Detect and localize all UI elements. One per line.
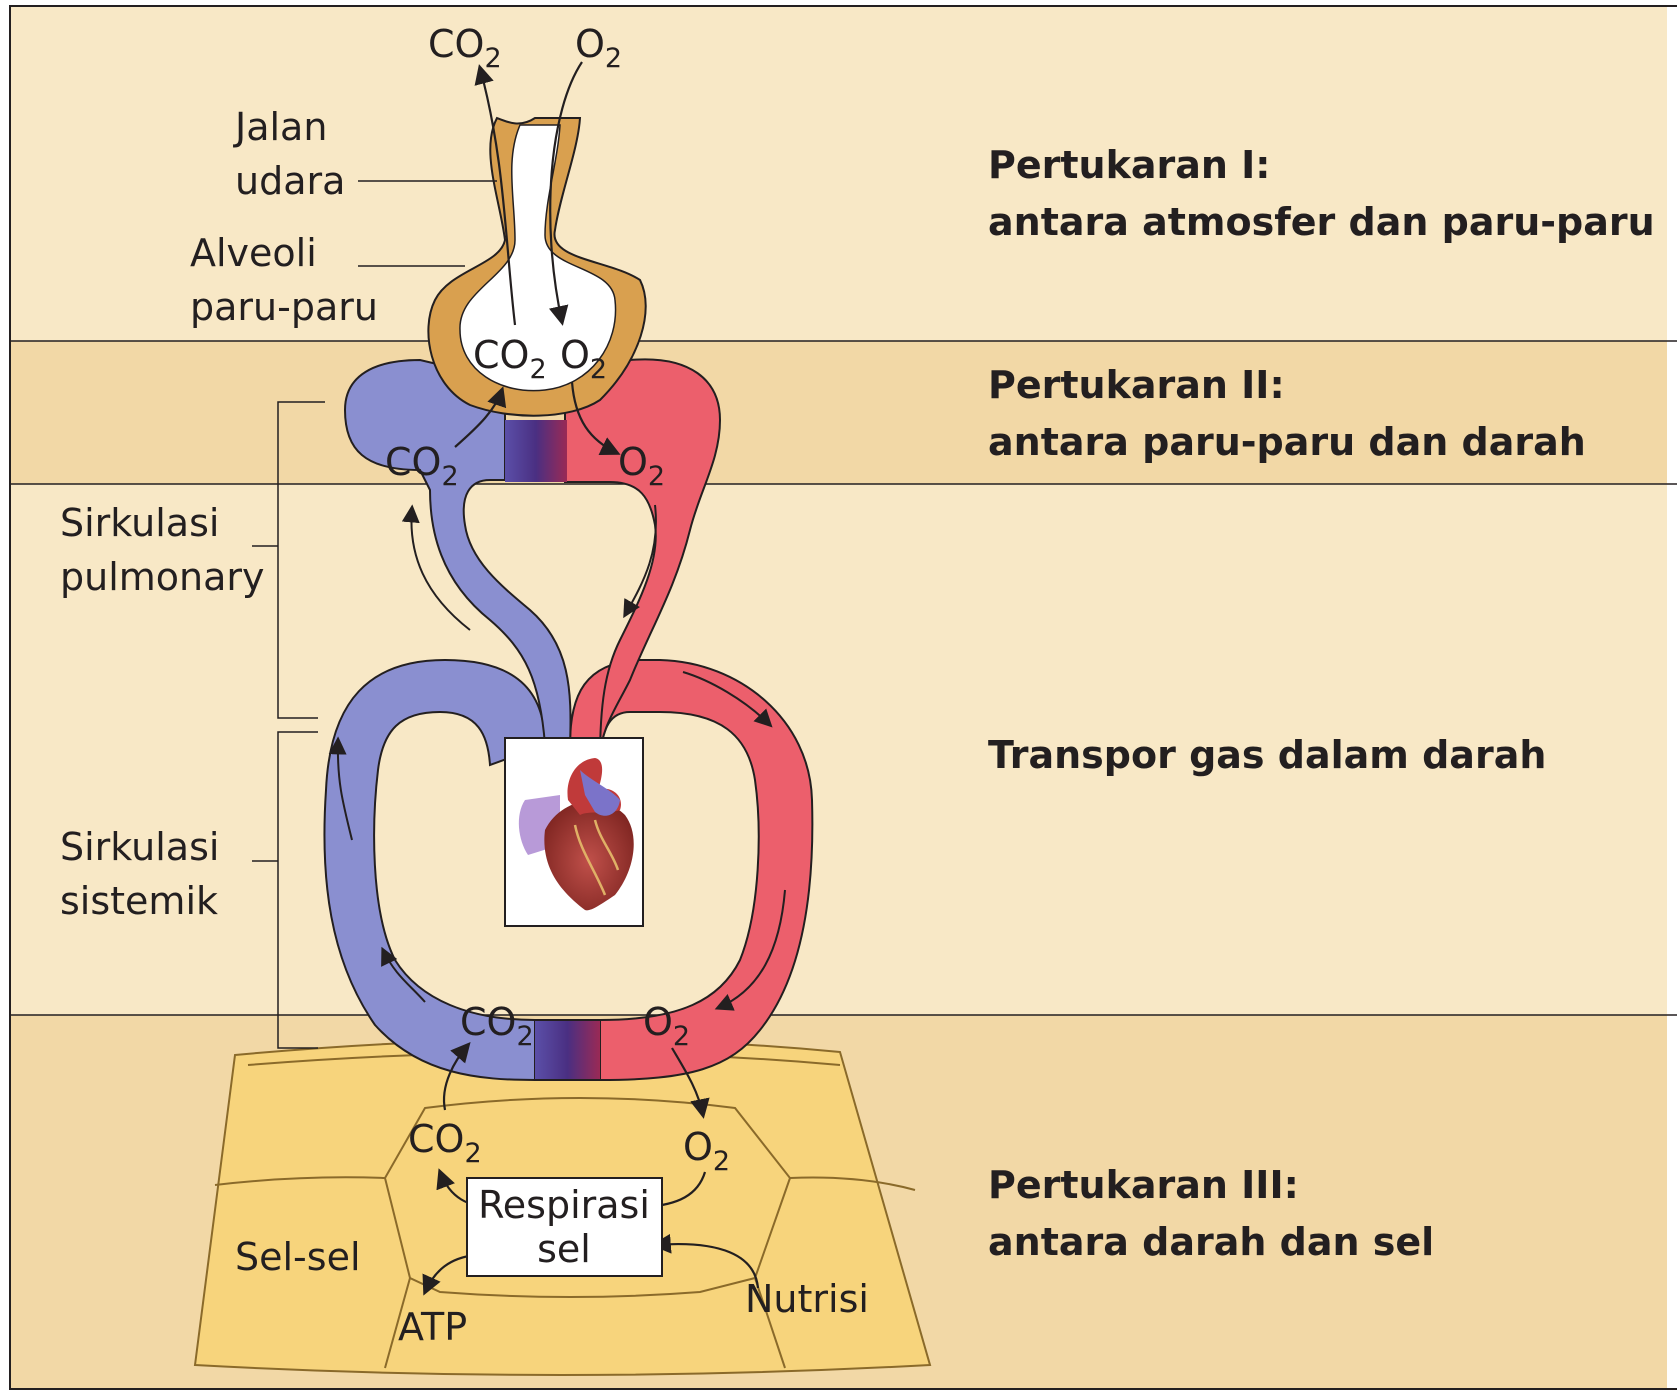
pulmonary-circulation-label: Sirkulasi [60,501,219,545]
systemic-circulation-label: Sirkulasi [60,825,219,869]
alveoli-label: Alveoli [190,231,317,275]
exchange-1-heading: Pertukaran I: [988,143,1271,187]
airway-label: udara [235,159,345,203]
alveoli-label: paru-paru [190,285,378,329]
exchange-3-heading: Pertukaran III: [988,1163,1299,1207]
exchange-1-heading: antara atmosfer dan paru-paru [988,200,1655,244]
exchange-3-heading: antara darah dan sel [988,1220,1434,1264]
pulmonary-circulation-label: pulmonary [60,555,265,599]
exchange-2-heading: Pertukaran II: [988,363,1285,407]
systemic-circulation-label: sistemik [60,879,218,923]
heart-illustration [505,738,643,926]
capillary-systemic [535,1020,600,1080]
cells-label: Sel-sel [235,1235,361,1279]
nutrients-label: Nutrisi [745,1277,869,1321]
capillary-pulmonary [505,420,567,482]
transport-heading: Transpor gas dalam darah [988,733,1546,777]
cellular-respiration-label: sel [537,1227,591,1271]
exchange-2-heading: antara paru-paru dan darah [988,420,1586,464]
airway-label: Jalan [233,105,327,149]
atp-label: ATP [398,1305,467,1349]
cellular-respiration-label: Respirasi [478,1183,650,1227]
